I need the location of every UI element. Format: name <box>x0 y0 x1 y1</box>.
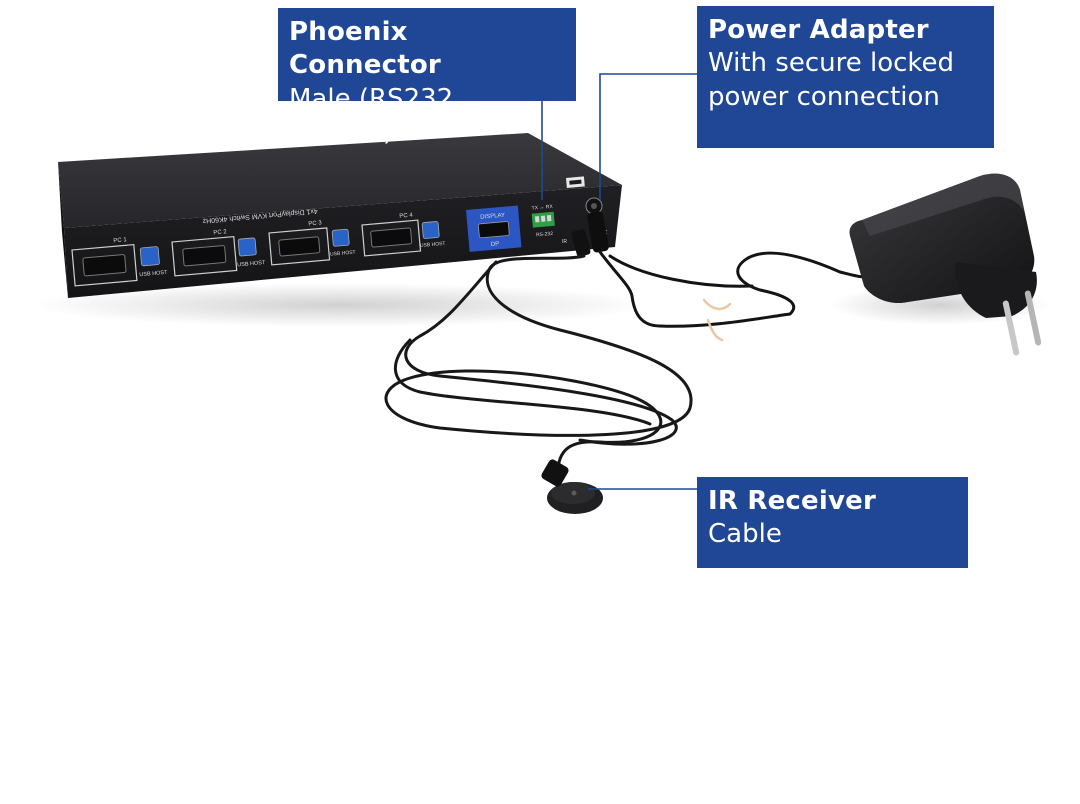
ir-receiver-callout: IR Receiver Cable <box>697 477 968 568</box>
ir-receiver-cable <box>384 254 693 470</box>
callout-subtitle: power connection <box>708 81 940 112</box>
pc-port-label: PC 1 <box>113 237 127 244</box>
usb-host-port[interactable] <box>421 221 440 239</box>
power-adapter <box>849 173 1042 356</box>
display-dp-socket[interactable] <box>478 221 510 239</box>
phoenix-connector-callout: Phoenix Connector Male (RS232 Control) <box>278 8 576 147</box>
plug-prongs <box>1002 290 1042 356</box>
usb-host-port[interactable] <box>237 237 257 257</box>
pc-port-group-2: PC 2 USB HOST <box>171 229 266 277</box>
display-output-panel: DISPLAY DP <box>466 205 522 252</box>
callout-title: Phoenix Connector <box>289 17 441 81</box>
callout-leader-lines <box>541 73 697 490</box>
pc-port-group-3: PC 3 USB HOST <box>268 220 356 266</box>
display-dp-label: DP <box>491 241 500 248</box>
power-adapter-callout: Power Adapter With secure locked power c… <box>697 6 994 148</box>
usb-host-label: USB HOST <box>420 241 446 249</box>
pc-port-label: PC 3 <box>308 220 322 227</box>
power-plug <box>587 211 609 253</box>
callout-subtitle: Male (RS232 Control) <box>289 83 454 147</box>
usb-host-label: USB HOST <box>237 260 266 268</box>
ir-receiver-plug <box>571 229 591 257</box>
rs232-tx-rx-label: TX ↔ RX <box>531 204 553 212</box>
callout-title: Power Adapter <box>708 15 929 45</box>
displayport-socket[interactable] <box>82 254 127 277</box>
display-label: DISPLAY <box>480 213 505 221</box>
displayport-socket[interactable] <box>182 245 227 267</box>
act-brand-logo <box>566 176 585 188</box>
kvm-switch: 4x1 DisplayPort KVM Switch 4K60Hz PC 1 U… <box>58 133 622 298</box>
switch-top-surface <box>58 133 622 228</box>
pc-port-label: PC 2 <box>213 229 227 236</box>
callout-subtitle: Cable <box>708 519 782 550</box>
usb-host-port[interactable] <box>139 246 160 267</box>
callout-title: IR Receiver <box>708 486 876 516</box>
usb-host-port[interactable] <box>331 228 350 247</box>
usb-host-label: USB HOST <box>139 270 168 278</box>
usb-host-label: USB HOST <box>330 250 356 258</box>
power-leader-line <box>599 73 697 200</box>
power-adapter-cable <box>598 250 872 328</box>
rs232-label: RS-232 <box>536 231 554 238</box>
ir-receiver-head <box>541 459 603 514</box>
pc-port-group-1: PC 1 USB HOST <box>71 237 168 287</box>
displayport-socket[interactable] <box>278 236 321 257</box>
cable-tie <box>702 298 732 342</box>
phoenix-rs232-connector[interactable]: TX ↔ RX RS-232 <box>531 204 556 239</box>
displayport-socket[interactable] <box>370 227 413 248</box>
callout-subtitle: With secure locked <box>708 48 955 79</box>
pc-port-group-4: PC 4 USB HOST <box>361 212 446 257</box>
pc-port-label: PC 4 <box>399 212 413 219</box>
ir-port-label: IR <box>562 239 567 245</box>
